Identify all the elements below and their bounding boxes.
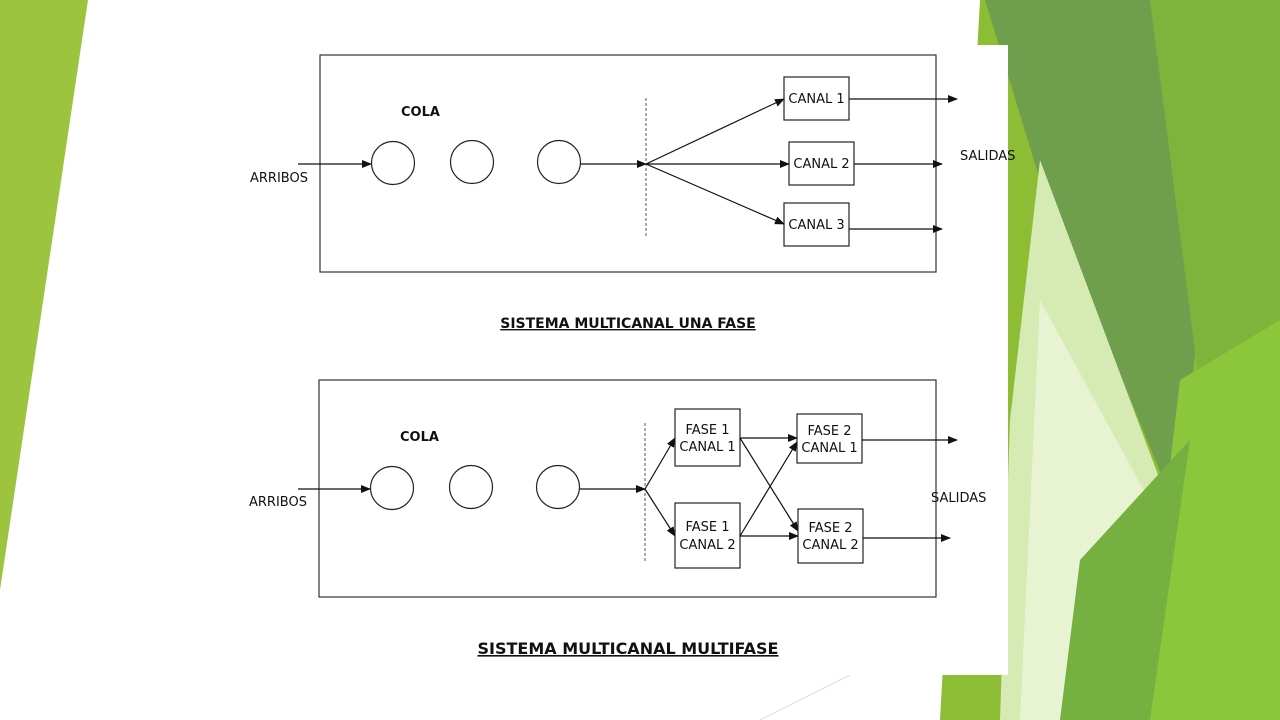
diagram-one: COLA ARRIBOS CANAL 1 CANAL 2 CANAL 3 SAL… [250,54,1015,332]
diagram-two-caption: SISTEMA MULTICANAL MULTIFASE [478,639,779,658]
channel-box-2 [788,141,855,186]
channel-box-3 [783,202,850,247]
channel-label-2: CANAL 2 [793,157,849,172]
phase2-channel-box-2 [797,508,864,564]
diagram-one-arrivals-label: ARRIBOS [250,171,308,186]
queue-circle [448,464,494,510]
left-green-wedge [0,0,88,590]
right-dark-shard [985,0,1200,520]
link-p1c1-p2c2 [739,437,799,532]
queue-circle [369,465,415,511]
diagram-two: COLA ARRIBOS FASE 1 CANAL 1 FASE 1 CANAL… [249,379,986,658]
diagram-one-queue-label: COLA [401,105,440,120]
diagram-two-arrivals-label: ARRIBOS [249,495,307,510]
queue-circle [449,139,495,185]
channel-label-1: CANAL 1 [788,92,844,107]
right-low-shard [1060,440,1190,720]
phase1-channel-box-1 [674,408,741,467]
phase2-channel-box-1 [796,413,863,464]
phase2-channel-1-line1: FASE 2 [807,424,851,439]
diagram-two-queue-label: COLA [400,430,439,445]
right-mid-shard [1150,0,1280,390]
phase1-channel-1-line2: CANAL 1 [679,440,735,455]
diagram-two-outputs-label: SALIDAS [931,491,986,506]
diagram-one-caption: SISTEMA MULTICANAL UNA FASE [500,316,755,332]
branch-arrow-phase1-canal-1 [644,437,676,490]
phase1-channel-box-2 [674,502,741,569]
phase1-channel-2-line1: FASE 1 [685,520,729,535]
branch-arrow-canal-3 [645,163,785,225]
faint-line [759,669,861,720]
right-bright-shard [1140,320,1280,720]
queue-circle [370,140,416,186]
phase1-channel-1-line1: FASE 1 [685,423,729,438]
diagram-one-outputs-label: SALIDAS [960,149,1015,164]
branch-arrow-canal-1 [645,98,785,165]
channel-label-3: CANAL 3 [788,218,844,233]
phase2-channel-1-line2: CANAL 1 [801,441,857,456]
diagram-panel [230,45,1008,675]
queue-circle [536,139,582,185]
phase2-channel-2-line1: FASE 2 [808,521,852,536]
branch-arrow-phase1-canal-2 [644,488,676,537]
phase1-channel-2-line2: CANAL 2 [679,538,735,553]
queue-circle [535,464,581,510]
link-p1c2-p2c1 [739,441,798,537]
phase2-channel-2-line2: CANAL 2 [802,538,858,553]
